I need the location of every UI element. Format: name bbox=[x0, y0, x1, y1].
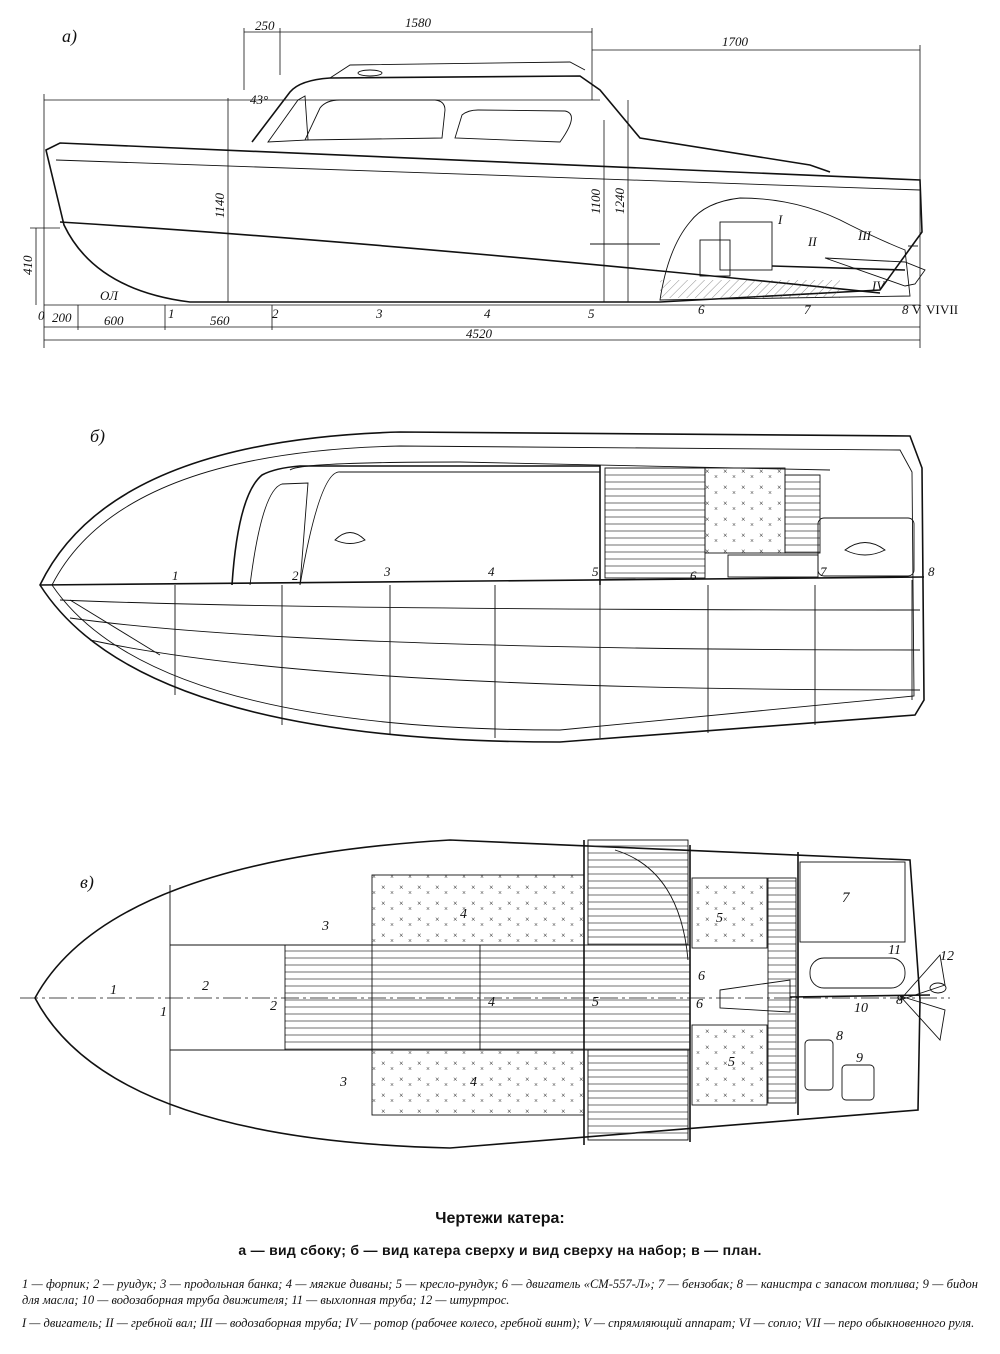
frame-number: 1 bbox=[168, 306, 175, 321]
plan-label-5b: 5 bbox=[728, 1055, 735, 1070]
frame-number: 4 bbox=[484, 306, 491, 321]
dim-1240: 1240 bbox=[612, 188, 627, 215]
roman-label: II bbox=[807, 234, 817, 249]
frame-number: 1 bbox=[172, 568, 179, 583]
side-view: а) 250 1580 1700 43° 1140 1100 1240 bbox=[20, 15, 958, 348]
frame-number: 6 bbox=[690, 568, 697, 583]
frame-number: 3 bbox=[375, 306, 383, 321]
dim-600: 600 bbox=[104, 313, 124, 328]
roman-label: V bbox=[912, 302, 922, 317]
frame-number: 7 bbox=[820, 564, 827, 579]
plan-label-5: 5 bbox=[592, 995, 599, 1010]
dim-1700: 1700 bbox=[722, 34, 749, 49]
plan-label-1b: 1 bbox=[160, 1005, 167, 1020]
dim-zero: 0 bbox=[38, 308, 45, 323]
dim-200: 200 bbox=[52, 310, 72, 325]
legend-numbered: 1 — форпик; 2 — руидук; 3 — продольная б… bbox=[22, 1277, 978, 1307]
plan-label-4a: 4 bbox=[460, 907, 467, 922]
dim-1140: 1140 bbox=[212, 192, 227, 218]
dim-angle: 43° bbox=[250, 92, 268, 107]
dim-4520: 4520 bbox=[466, 326, 493, 341]
frame-number: 6 bbox=[698, 302, 705, 317]
plan-label-12: 12 bbox=[940, 949, 954, 964]
plan-label-3a: 3 bbox=[321, 919, 329, 934]
top-view: б) 1 2 bbox=[39, 426, 935, 743]
view-letter-b: б) bbox=[90, 426, 105, 447]
dim-1580: 1580 bbox=[405, 15, 432, 30]
plan-label-2: 2 bbox=[202, 979, 209, 994]
dim-1100: 1100 bbox=[588, 188, 603, 214]
plan-label-9: 9 bbox=[856, 1051, 863, 1066]
frame-number: 8 bbox=[928, 564, 935, 579]
plan-label-2b: 2 bbox=[270, 999, 277, 1014]
plan-label-6a: 6 bbox=[698, 969, 705, 984]
plan-label-4b: 4 bbox=[488, 995, 495, 1010]
frame-number: 5 bbox=[592, 564, 599, 579]
frame-number: 7 bbox=[804, 302, 811, 317]
frame-number: 4 bbox=[488, 564, 495, 579]
dim-410: 410 bbox=[20, 255, 35, 275]
plan-label-8b: 8 bbox=[836, 1029, 843, 1044]
dim-560: 560 bbox=[210, 313, 230, 328]
roman-label: III bbox=[857, 228, 872, 243]
plan-label-1: 1 bbox=[110, 983, 117, 998]
frame-number: 2 bbox=[292, 568, 299, 583]
roman-label: VI bbox=[926, 302, 940, 317]
label-ol: ОЛ bbox=[100, 288, 119, 303]
frame-number: 8 bbox=[902, 302, 909, 317]
plan-view: в) 1 1 2 2 3 3 bbox=[20, 839, 954, 1149]
boat-drawings: × × а) 250 1580 1700 43° bbox=[20, 15, 958, 1149]
roman-label: IV bbox=[871, 278, 886, 293]
dim-250: 250 bbox=[255, 18, 275, 33]
frame-number: 3 bbox=[383, 564, 391, 579]
plan-label-11: 11 bbox=[888, 943, 901, 958]
caption-subtitle: а — вид сбоку; б — вид катера сверху и в… bbox=[238, 1242, 762, 1258]
plan-label-10: 10 bbox=[854, 1001, 868, 1016]
plan-label-4c: 4 bbox=[470, 1075, 477, 1090]
frame-number: 5 bbox=[588, 306, 595, 321]
plan-label-8a: 8 bbox=[896, 993, 903, 1008]
legend-roman: I — двигатель; II — гребной вал; III — в… bbox=[22, 1316, 975, 1330]
roman-label: I bbox=[777, 212, 783, 227]
plan-label-7: 7 bbox=[842, 890, 851, 906]
view-letter-v: в) bbox=[80, 872, 94, 893]
view-letter-a: а) bbox=[62, 26, 77, 47]
plan-label-3b: 3 bbox=[339, 1075, 347, 1090]
roman-label: VII bbox=[940, 302, 958, 317]
plan-label-6b: 6 bbox=[696, 997, 703, 1012]
frame-number: 2 bbox=[272, 306, 279, 321]
caption-title: Чертежи катера: bbox=[435, 1210, 565, 1227]
plan-label-5a: 5 bbox=[716, 911, 723, 926]
